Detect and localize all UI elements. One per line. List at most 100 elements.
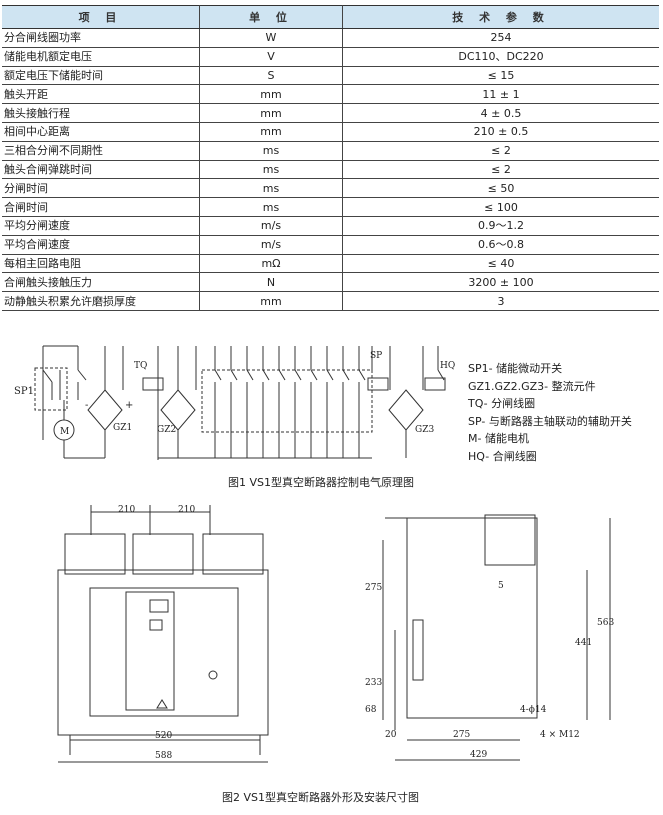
- unit-cell: mm: [199, 291, 343, 311]
- circuit-diagram: SP1 M GZ1 TQ GZ2 SP HQ GZ3 + -: [14, 345, 455, 460]
- legend-item: GZ1.GZ2.GZ3- 整流元件: [468, 379, 596, 393]
- unit-cell: ms: [199, 141, 343, 161]
- dim-441: 441: [575, 638, 592, 648]
- dim-210-right: 210: [178, 505, 195, 515]
- unit-cell: V: [199, 47, 343, 67]
- dim-275-h: 275: [453, 730, 470, 740]
- param-cell: ≤ 2: [342, 141, 659, 161]
- contact-line: [326, 369, 334, 381]
- item-cell: 额定电压下储能时间: [2, 66, 200, 86]
- dim-210-left: 210: [118, 505, 135, 515]
- item-cell: 触头接触行程: [2, 103, 200, 123]
- unit-cell: W: [199, 28, 343, 48]
- figure1-caption: 图1 VS1型真空断路器控制电气原理图: [228, 476, 414, 489]
- label-minus: -: [85, 400, 88, 411]
- label-gz2: GZ2: [157, 425, 176, 435]
- legend-item: M- 储能电机: [468, 432, 529, 446]
- label-hq: HQ: [440, 361, 455, 371]
- contact-line: [342, 369, 350, 381]
- figure2-caption: 图2 VS1型真空断路器外形及安装尺寸图: [222, 791, 419, 804]
- unit-cell: N: [199, 272, 343, 293]
- label-plus: +: [125, 400, 133, 411]
- param-cell: ≤ 15: [342, 66, 659, 86]
- legend-item: TQ- 分闸线圈: [468, 397, 536, 411]
- param-cell: 254: [342, 28, 659, 48]
- item-cell: 合闸时间: [2, 197, 200, 217]
- bolt-note: 4 × M12: [540, 730, 580, 740]
- dim-520: 520: [155, 731, 172, 741]
- param-cell: 210 ± 0.5: [342, 122, 659, 142]
- param-cell: ≤ 100: [342, 197, 659, 217]
- label-gz3: GZ3: [415, 425, 434, 435]
- unit-cell: ms: [199, 160, 343, 180]
- item-cell: 触头开距: [2, 84, 200, 105]
- param-cell: 3200 ± 100: [342, 272, 659, 293]
- mark-5: 5: [498, 581, 504, 591]
- item-cell: 分闸时间: [2, 178, 200, 199]
- dim-588: 588: [155, 751, 172, 761]
- param-cell: 0.6～0.8: [342, 235, 659, 255]
- header-item: 项 目: [2, 5, 200, 29]
- label-sp: SP: [370, 351, 382, 361]
- contact-line: [246, 369, 254, 381]
- item-cell: 动静触头积累允许磨损厚度: [2, 291, 200, 311]
- item-cell: 合闸触头接触压力: [2, 272, 200, 293]
- param-cell: ≤ 50: [342, 178, 659, 199]
- label-m: M: [60, 427, 69, 437]
- legend-item: HQ- 合闸线圈: [468, 449, 537, 463]
- legend-item: SP1- 储能微动开关: [468, 362, 563, 375]
- item-cell: 三相合分闸不同期性: [2, 141, 200, 161]
- param-cell: ≤ 40: [342, 254, 659, 274]
- front-view-drawing: 210 210 520 588: [57, 505, 269, 763]
- param-cell: 11 ± 1: [342, 84, 659, 105]
- dim-68: 68: [365, 705, 377, 715]
- contact-line: [294, 369, 302, 381]
- dim-429: 429: [470, 750, 487, 760]
- unit-cell: S: [199, 66, 343, 86]
- unit-cell: mm: [199, 122, 343, 142]
- param-cell: 3: [342, 291, 659, 311]
- contact-line: [310, 369, 318, 381]
- item-cell: 触头合闸弹跳时间: [2, 160, 200, 180]
- side-view-drawing: 275 233 68 441 563 20 275 429 4-ϕ14 4 × …: [365, 514, 614, 761]
- unit-cell: mΩ: [199, 254, 343, 274]
- contact-line: [278, 369, 286, 381]
- header-param: 技 术 参 数: [342, 5, 659, 29]
- unit-cell: m/s: [199, 235, 343, 255]
- item-cell: 相间中心距离: [2, 122, 200, 142]
- item-cell: 储能电机额定电压: [2, 47, 200, 67]
- param-cell: ≤ 2: [342, 160, 659, 180]
- contact-line: [262, 369, 270, 381]
- dim-233: 233: [365, 678, 382, 688]
- contact-line: [230, 369, 238, 381]
- circuit-legend: SP1- 储能微动开关 GZ1.GZ2.GZ3- 整流元件 TQ- 分闸线圈 S…: [468, 360, 632, 466]
- unit-cell: ms: [199, 178, 343, 199]
- legend-item: SP- 与断路器主轴联动的辅助开关: [468, 414, 632, 428]
- item-cell: 平均合闸速度: [2, 235, 200, 255]
- unit-cell: mm: [199, 103, 343, 123]
- param-cell: DC110、DC220: [342, 47, 659, 67]
- hole-note: 4-ϕ14: [520, 705, 547, 715]
- label-tq: TQ: [134, 361, 147, 371]
- label-sp1: SP1: [14, 386, 34, 397]
- label-gz1: GZ1: [113, 423, 132, 433]
- unit-cell: m/s: [199, 216, 343, 236]
- item-cell: 平均分闸速度: [2, 216, 200, 236]
- dim-20: 20: [385, 730, 397, 740]
- dim-275-v: 275: [365, 583, 382, 593]
- table-header-row: 项 目 单 位 技 术 参 数: [2, 5, 659, 29]
